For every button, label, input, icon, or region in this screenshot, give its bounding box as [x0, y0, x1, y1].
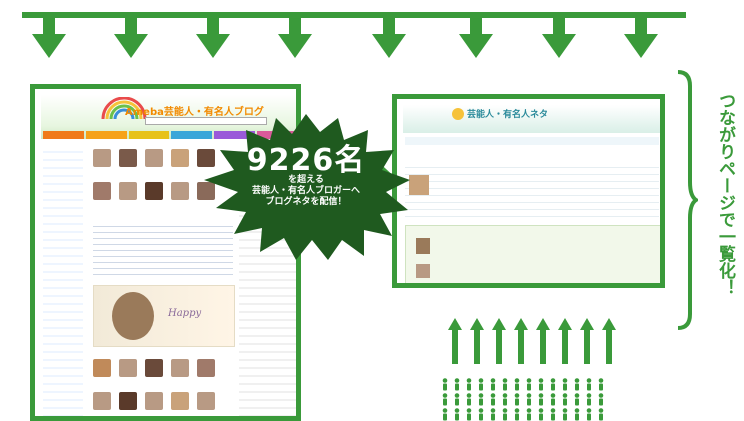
down-arrow-icon — [114, 16, 148, 58]
up-arrow-icon — [448, 318, 462, 364]
up-arrow-icon — [536, 318, 550, 364]
down-arrow-icon — [196, 16, 230, 58]
curly-brace-icon — [677, 70, 698, 330]
article-list — [93, 221, 233, 276]
neta-title: 芸能人・有名人ネタ — [467, 110, 549, 120]
blogger-count: 9226名 — [246, 143, 366, 178]
left-nav-column — [43, 145, 83, 416]
starburst-callout — [204, 114, 410, 260]
down-arrow-icon — [542, 16, 576, 58]
neta-info-block — [405, 161, 659, 219]
up-arrow-icon — [580, 318, 594, 364]
down-arrow-icon — [32, 16, 66, 58]
down-arrow-icon — [459, 16, 493, 58]
neta-subject-bar — [405, 137, 659, 145]
down-arrow-icon — [372, 16, 406, 58]
neta-header — [403, 105, 660, 133]
neta-response-list — [405, 225, 660, 283]
burst-line-3: ブログネタを配信！ — [265, 197, 347, 207]
ameba-logo-text: Ameba芸能人・有名人ブログ — [125, 107, 264, 118]
burst-line-2: 芸能人・有名人ブロガーへ — [251, 186, 360, 196]
down-arrow-icon — [624, 16, 658, 58]
up-arrow-icon — [602, 318, 616, 364]
burst-description: を超える 芸能人・有名人ブロガーへ ブログネタを配信！ — [226, 175, 386, 208]
up-arrow-icon — [492, 318, 506, 364]
thumbnail-grid — [93, 149, 223, 209]
distribution-bar — [22, 12, 686, 18]
down-arrow-icon — [278, 16, 312, 58]
featured-photo — [112, 292, 154, 340]
readers-crowd-icon — [442, 378, 604, 421]
blog-neta-screenshot: 芸能人・有名人ネタ — [392, 94, 665, 288]
rainbow-logo-icon — [101, 97, 147, 119]
blogger-thumb — [409, 175, 429, 195]
ameba-blog-screenshot: Ameba芸能人・有名人ブログ Happy — [30, 84, 301, 421]
up-arrow-icon — [558, 318, 572, 364]
sun-logo-icon — [452, 108, 464, 120]
response-thumb — [416, 264, 430, 278]
up-arrow-icon — [470, 318, 484, 364]
featured-banner: Happy — [93, 285, 235, 347]
response-thumb — [416, 238, 430, 254]
side-caption: つながりページで一覧化！ — [715, 92, 735, 296]
mini-search-box — [145, 117, 267, 125]
up-arrow-icon — [514, 318, 528, 364]
burst-line-1: を超える — [288, 175, 324, 185]
bottom-thumbnail-grid — [93, 359, 233, 416]
